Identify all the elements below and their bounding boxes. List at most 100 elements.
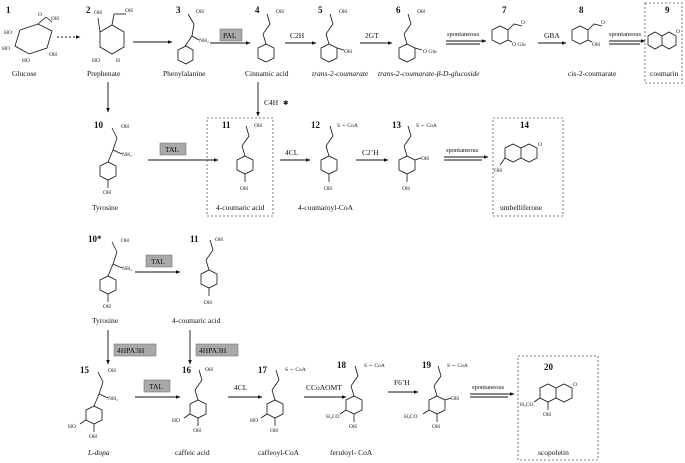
enzyme-label: F6’H bbox=[394, 378, 410, 387]
compound-name: feruloyl- CoA bbox=[330, 448, 373, 457]
atom-label: OH bbox=[89, 434, 97, 440]
enzyme-label: C2H bbox=[290, 31, 305, 40]
enzyme-badge bbox=[195, 343, 239, 357]
atom-label: OH bbox=[121, 238, 129, 244]
atom-label: O bbox=[521, 20, 525, 26]
compound-1-glucose: 1 O OH HO HO HO OH Glucose bbox=[2, 5, 59, 78]
compound-6-glucoside: 6 OH O Glu trans-2-coumarate-β-D-glucosi… bbox=[378, 5, 480, 78]
atom-label: HO bbox=[92, 58, 100, 64]
compound-name: 4-coumaroyl-CoA bbox=[298, 203, 354, 212]
atom-label: HO bbox=[22, 58, 30, 64]
spontaneous-label: spontaneous bbox=[472, 384, 505, 391]
compound-number: 19 bbox=[422, 360, 432, 370]
atom-label: H₃CO bbox=[520, 402, 534, 408]
compound-number: 4 bbox=[255, 5, 260, 15]
compound-8-cis-2-coumarate: 8 O OH cis-2-coumarate bbox=[568, 5, 617, 78]
atom-label: S ∼ CoA bbox=[447, 363, 468, 369]
atom-label: OH bbox=[592, 42, 600, 48]
compound-number: 18 bbox=[337, 360, 347, 370]
highlight-box bbox=[206, 117, 274, 217]
compound-20-scopoletin: 20 O H₃CO OH scopoletin bbox=[520, 362, 577, 457]
atom-label: OH bbox=[103, 190, 111, 196]
compound-12-4-coumaroyl-coa: 12 S ∼ CoA OH 4-coumaroyl-CoA bbox=[298, 120, 358, 212]
atom-label: OH bbox=[121, 124, 129, 130]
compound-19: 19 S ∼ CoA OH H₃CO OH bbox=[404, 360, 468, 430]
enzyme-label: 4HPA3H bbox=[117, 346, 145, 355]
compound-14-umbelliferone: 14 O OH umbelliferone bbox=[494, 120, 543, 212]
atom-label: OH bbox=[344, 49, 352, 55]
compound-number: 15 bbox=[80, 365, 90, 375]
compound-name: umbelliferone bbox=[500, 203, 543, 212]
enzyme-label: TAL bbox=[151, 257, 165, 266]
enzyme-label: 4CL bbox=[285, 148, 299, 157]
compound-name: Phenylalanine bbox=[163, 69, 206, 78]
asterisk-mark: ✱ bbox=[283, 99, 289, 107]
compound-name: trans-2-coumarate bbox=[312, 69, 369, 78]
highlight-box bbox=[644, 2, 683, 84]
atom-label: OH bbox=[432, 424, 440, 430]
spontaneous-label: spontaneous bbox=[447, 31, 480, 38]
compound-16-caffeic-acid: 16 OH HO OH caffeic acid bbox=[172, 365, 213, 457]
compound-number: 3 bbox=[176, 5, 181, 15]
atom-label: O bbox=[38, 12, 42, 18]
enzyme-label: GBA bbox=[544, 31, 560, 40]
atom-label: S ∼ CoA bbox=[337, 123, 358, 129]
compound-name: scopoletin bbox=[538, 448, 569, 457]
atom-label: OH bbox=[417, 9, 425, 15]
atom-label: HO bbox=[250, 418, 258, 424]
atom-label: H₃CO bbox=[326, 414, 340, 420]
atom-label: OH bbox=[494, 168, 502, 174]
compound-number: 10 bbox=[94, 120, 104, 130]
atom-label: OH bbox=[543, 412, 551, 418]
atom-label: OH bbox=[339, 9, 347, 15]
enzyme-label: CCoAOMT bbox=[306, 383, 342, 392]
atom-label: OH bbox=[193, 428, 201, 434]
atom-label: OH bbox=[49, 52, 57, 58]
spontaneous-label: spontaneous bbox=[446, 147, 479, 154]
compound-name: trans-2-coumarate-β-D-glucoside bbox=[378, 69, 480, 78]
atom-label: OH bbox=[349, 424, 357, 430]
atom-label: OH bbox=[324, 186, 332, 192]
compound-number: 17 bbox=[258, 365, 268, 375]
atom-label: HO bbox=[68, 424, 76, 430]
atom-label: OH bbox=[51, 16, 59, 22]
compound-name: 4-coumaric acid bbox=[172, 316, 221, 325]
atom-label: H bbox=[116, 58, 120, 64]
atom-label: HO bbox=[2, 46, 10, 52]
atom-label: OH bbox=[421, 156, 429, 162]
atom-label: OH bbox=[108, 368, 116, 374]
atom-label: OH bbox=[94, 10, 102, 16]
atom-label: OH bbox=[270, 428, 278, 434]
enzyme-badge bbox=[143, 379, 171, 393]
enzyme-label: 4CL bbox=[234, 383, 248, 392]
highlight-box bbox=[517, 355, 599, 461]
atom-label: OH bbox=[204, 300, 212, 306]
compound-name: 4-coumaric acid bbox=[216, 203, 265, 212]
spontaneous-label: spontaneous bbox=[609, 31, 642, 38]
compound-number: 14 bbox=[520, 120, 530, 130]
atom-label: O bbox=[676, 29, 680, 35]
compound-4-cinnamic-acid: 4 OH Cinnamic acid bbox=[245, 5, 289, 78]
enzyme-badge bbox=[159, 142, 187, 156]
compound-name: Tyrosine bbox=[92, 203, 119, 212]
compound-name: Prephenate bbox=[87, 69, 121, 78]
compound-number: 11 bbox=[190, 234, 199, 244]
atom-label: OH bbox=[254, 123, 262, 129]
compound-name: caffeoyl-CoA bbox=[258, 448, 300, 457]
enzyme-label: 4HPA3H bbox=[199, 346, 227, 355]
atom-label: NH₂ bbox=[199, 38, 209, 44]
compound-name: cis-2-coumarate bbox=[568, 69, 617, 78]
enzyme-label: C4H bbox=[264, 98, 279, 107]
compound-2-prephenate: 2 OH OH HO H Prephenate bbox=[86, 5, 133, 78]
enzyme-label: TAL bbox=[149, 382, 163, 391]
compound-number: 10* bbox=[88, 234, 102, 244]
compound-7: 7 O O Glu bbox=[491, 5, 526, 48]
atom-label: OH bbox=[125, 8, 133, 14]
enzyme-label: PAL bbox=[223, 31, 237, 40]
compound-9-coumarin: 9 O coumarin bbox=[647, 5, 680, 78]
compound-number: 1 bbox=[6, 5, 11, 15]
compound-11-4-coumaric-acid-row3: 11 OH OH 4-coumaric acid bbox=[172, 234, 223, 325]
enzyme-badge bbox=[145, 254, 173, 268]
atom-label: S ∼ CoA bbox=[364, 363, 385, 369]
